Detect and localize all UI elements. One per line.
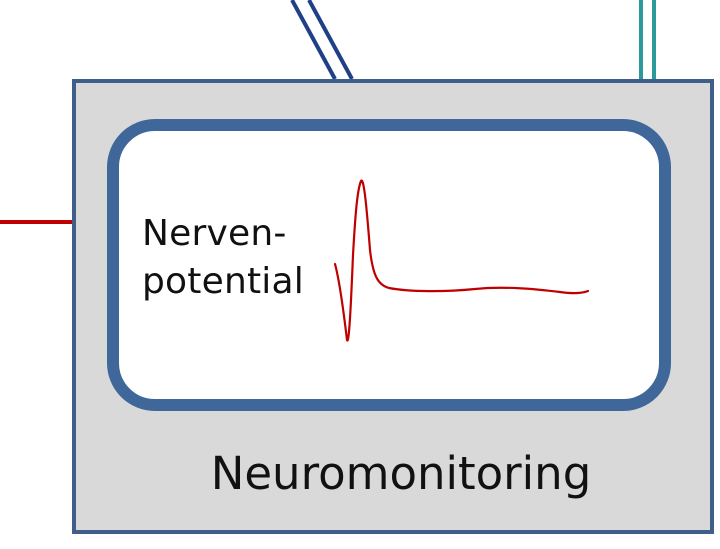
screen-label: Nerven- potential bbox=[142, 210, 322, 306]
top-left-navy-connection-line-2 bbox=[307, 0, 354, 80]
device-title: Neuromonitoring bbox=[210, 447, 592, 500]
screen-label-line-2: potential bbox=[142, 261, 304, 302]
top-left-navy-connection-line-1 bbox=[290, 0, 337, 80]
screen-label-line-1: Nerven- bbox=[142, 213, 287, 254]
